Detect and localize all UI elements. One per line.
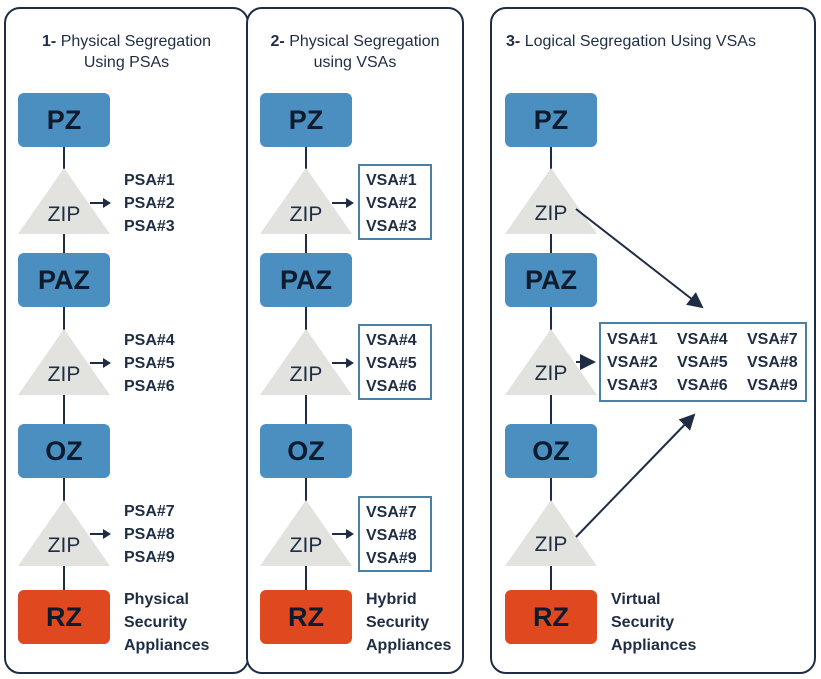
zone-paz: PAZ [505, 253, 597, 307]
zone-pz: PZ [18, 93, 110, 147]
vsa-pool-box [599, 322, 807, 402]
vsa-group-box [358, 164, 432, 240]
zip-label: ZIP [47, 363, 81, 386]
zip-label: ZIP [534, 202, 568, 225]
zone-paz: PAZ [260, 253, 352, 307]
zone-rz: RZ [260, 590, 352, 644]
zip-triangle-icon [505, 168, 597, 234]
arrow-icon [90, 529, 111, 539]
arrow-icon [332, 358, 354, 368]
zone-rz: RZ [505, 590, 597, 644]
zip-triangle-icon [260, 329, 352, 395]
zip-triangle-icon [18, 329, 110, 395]
arrow-icon [90, 358, 111, 368]
zone-rz: RZ [18, 590, 110, 644]
panel-subtitle: using VSAs [313, 54, 397, 71]
zip-triangle-icon [260, 168, 352, 234]
zone-paz: PAZ [18, 253, 110, 307]
arrows-to-vsa-pool-icon [575, 208, 704, 538]
zip-label: ZIP [47, 203, 81, 226]
arrow-icon [332, 198, 354, 208]
zip-triangle-icon [18, 168, 110, 234]
zip-triangle-icon [260, 500, 352, 566]
zip-triangle-icon [505, 500, 597, 566]
arrow-icon [90, 198, 111, 208]
panel-title: 3- Logical Segregation Using VSAs [506, 33, 756, 50]
zone-pz: PZ [505, 93, 597, 147]
zip-label: ZIP [534, 533, 568, 556]
zip-triangle-icon [18, 500, 110, 566]
zip-label: ZIP [534, 362, 568, 385]
panel-subtitle: Using PSAs [83, 54, 170, 71]
panel-title: 1- Physical Segregation [42, 33, 211, 50]
zone-pz: PZ [260, 93, 352, 147]
zip-label: ZIP [289, 363, 323, 386]
vsa-group-box [358, 496, 432, 572]
vsa-group-box [358, 324, 432, 400]
zone-oz: OZ [260, 424, 352, 478]
zip-triangle-icon [505, 329, 597, 395]
zone-oz: OZ [505, 424, 597, 478]
zip-label: ZIP [289, 203, 323, 226]
panel-title: 2- Physical Segregation [270, 33, 440, 50]
zone-oz: OZ [18, 424, 110, 478]
zip-label: ZIP [289, 534, 323, 557]
arrow-icon [332, 529, 354, 539]
zip-label: ZIP [47, 534, 81, 557]
